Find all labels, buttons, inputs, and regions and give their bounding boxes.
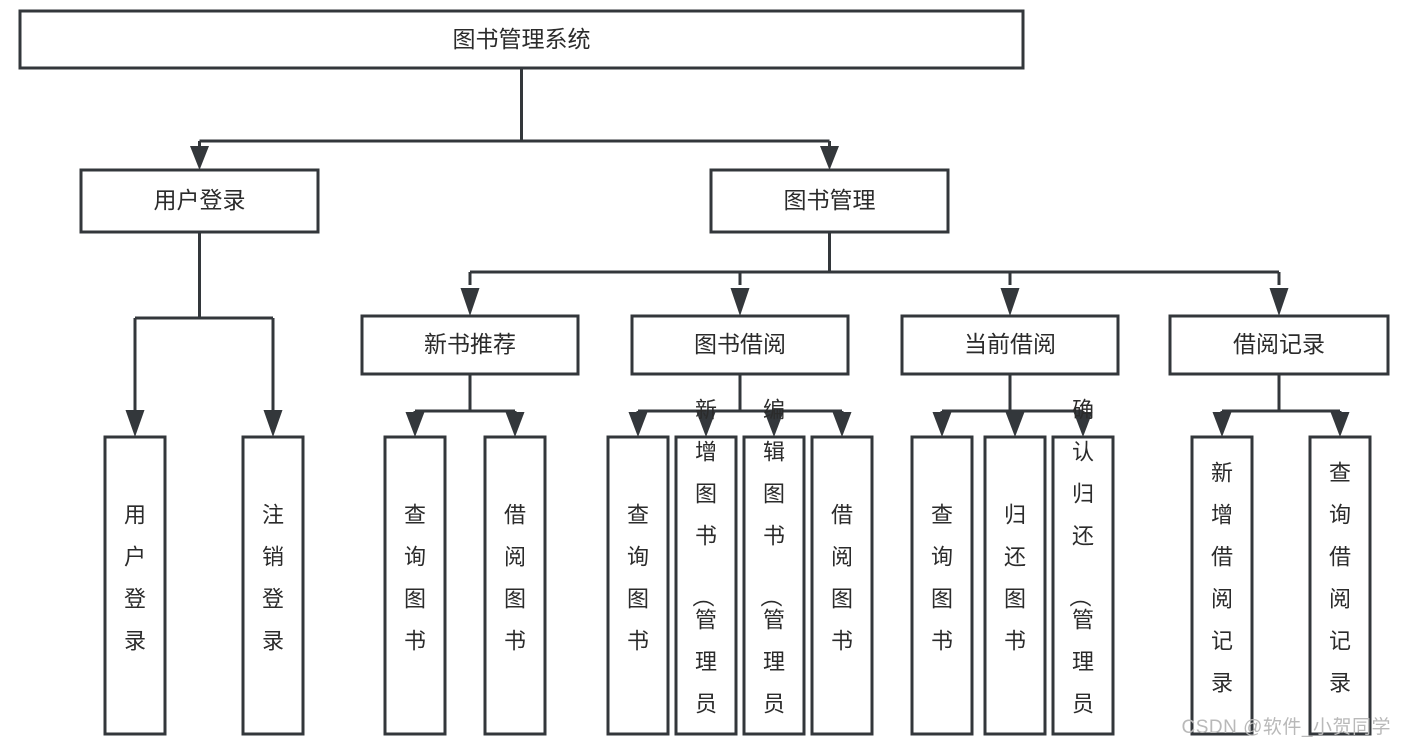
node-leaf-query-record[interactable]: 查询借阅记录: [1308, 435, 1372, 736]
node-leaf-user-logout-box[interactable]: [241, 435, 305, 736]
node-user-login-label: 用户登录: [154, 187, 246, 213]
node-leaf-query-book-3-label: 查询图书: [931, 503, 953, 654]
arrow-head-borrow-record: [1269, 288, 1289, 316]
arrow-head-book-manage: [820, 146, 839, 170]
arrow-head-leaf-borrow-book-1: [505, 412, 525, 437]
node-leaf-confirm-return[interactable]: 确认归还（管理员）: [1051, 398, 1115, 747]
node-leaf-edit-book-label: 编辑图书（管理员）: [758, 398, 785, 747]
node-leaf-borrow-book-2[interactable]: 借阅图书: [810, 435, 874, 736]
arrow-head-leaf-user-logout: [263, 410, 283, 437]
node-leaf-query-book-2-box[interactable]: [606, 435, 670, 736]
node-leaf-query-book-3-box[interactable]: [910, 435, 974, 736]
node-leaf-add-book-box[interactable]: [674, 435, 738, 736]
arrow-head-leaf-query-book-1: [405, 412, 425, 437]
node-root[interactable]: 图书管理系统: [18, 9, 1025, 70]
node-leaf-borrow-book-2-box[interactable]: [810, 435, 874, 736]
node-leaf-confirm-return-label: 确认归还（管理员）: [1067, 398, 1094, 747]
node-new-book-recommend[interactable]: 新书推荐: [360, 314, 580, 376]
node-leaf-add-book[interactable]: 新增图书（管理员）: [674, 398, 738, 747]
node-book-manage-label: 图书管理: [784, 187, 876, 213]
arrow-head-leaf-confirm-return: [1073, 412, 1093, 437]
node-leaf-add-book-label: 新增图书（管理员）: [690, 398, 717, 747]
node-leaf-query-book-2[interactable]: 查询图书: [606, 435, 670, 736]
arrow-head-leaf-query-record: [1330, 412, 1350, 437]
node-leaf-confirm-return-box[interactable]: [1051, 435, 1115, 736]
node-user-login-box[interactable]: [79, 168, 320, 234]
arrow-head-leaf-add-book: [696, 412, 716, 437]
node-leaf-edit-book[interactable]: 编辑图书（管理员）: [742, 398, 806, 747]
node-book-manage[interactable]: 图书管理: [709, 168, 950, 234]
arrow-head-book-borrow: [730, 288, 750, 316]
node-leaf-query-book-3[interactable]: 查询图书: [910, 435, 974, 736]
arrow-head-leaf-return-book: [1005, 412, 1025, 437]
node-user-login[interactable]: 用户登录: [79, 168, 320, 234]
node-root-label: 图书管理系统: [453, 26, 591, 52]
node-leaf-user-login[interactable]: 用户登录: [103, 435, 167, 736]
node-current-borrow[interactable]: 当前借阅: [900, 314, 1120, 376]
node-new-book-recommend-box[interactable]: [360, 314, 580, 376]
node-leaf-user-logout[interactable]: 注销登录: [241, 435, 305, 736]
node-leaf-return-book[interactable]: 归还图书: [983, 435, 1047, 736]
node-leaf-user-logout-label: 注销登录: [262, 503, 284, 654]
node-borrow-record[interactable]: 借阅记录: [1168, 314, 1390, 376]
node-leaf-edit-book-box[interactable]: [742, 435, 806, 736]
node-root-box[interactable]: [18, 9, 1025, 70]
node-book-borrow-box[interactable]: [630, 314, 850, 376]
node-leaf-user-login-label: 用户登录: [124, 503, 146, 654]
node-book-borrow-label: 图书借阅: [694, 331, 786, 357]
node-leaf-borrow-book-1[interactable]: 借阅图书: [483, 435, 547, 736]
arrow-head-leaf-query-book-2: [628, 412, 648, 437]
node-leaf-query-book-1[interactable]: 查询图书: [383, 435, 447, 736]
arrow-head-leaf-user-login: [125, 410, 145, 437]
node-leaf-user-login-box[interactable]: [103, 435, 167, 736]
node-leaf-borrow-book-1-label: 借阅图书: [504, 503, 526, 654]
connectors-layer: [125, 68, 1350, 437]
node-leaf-add-record-box[interactable]: [1190, 435, 1254, 736]
arrow-head-leaf-query-book-3: [932, 412, 952, 437]
node-leaf-query-record-box[interactable]: [1308, 435, 1372, 736]
node-leaf-query-record-label: 查询借阅记录: [1329, 461, 1351, 696]
arrow-head-leaf-borrow-book-2: [832, 412, 852, 437]
node-book-borrow[interactable]: 图书借阅: [630, 314, 850, 376]
arrow-head-current-borrow: [1000, 288, 1020, 316]
arrow-head-user-login: [190, 146, 209, 170]
leaf-nodes-layer: 用户登录 注销登录 查询图书 借阅图书 查询图书 新增图书（管理员） 编辑图书（管理员） 借阅…: [103, 398, 1372, 747]
node-leaf-query-book-1-box[interactable]: [383, 435, 447, 736]
node-leaf-borrow-book-1-box[interactable]: [483, 435, 547, 736]
node-leaf-borrow-book-2-label: 借阅图书: [831, 503, 853, 654]
node-borrow-record-label: 借阅记录: [1233, 331, 1325, 357]
arrow-head-new-book-recommend: [460, 288, 480, 316]
node-leaf-add-record[interactable]: 新增借阅记录: [1190, 435, 1254, 736]
node-current-borrow-label: 当前借阅: [964, 331, 1056, 357]
node-leaf-return-book-box[interactable]: [983, 435, 1047, 736]
node-leaf-add-record-label: 新增借阅记录: [1211, 461, 1233, 696]
node-leaf-query-book-2-label: 查询图书: [627, 503, 649, 654]
node-book-manage-box[interactable]: [709, 168, 950, 234]
node-current-borrow-box[interactable]: [900, 314, 1120, 376]
node-new-book-recommend-label: 新书推荐: [424, 331, 516, 357]
node-leaf-query-book-1-label: 查询图书: [404, 503, 426, 654]
node-leaf-return-book-label: 归还图书: [1004, 503, 1026, 654]
arrow-head-leaf-edit-book: [764, 412, 784, 437]
arrow-head-leaf-add-record: [1212, 412, 1232, 437]
node-borrow-record-box[interactable]: [1168, 314, 1390, 376]
